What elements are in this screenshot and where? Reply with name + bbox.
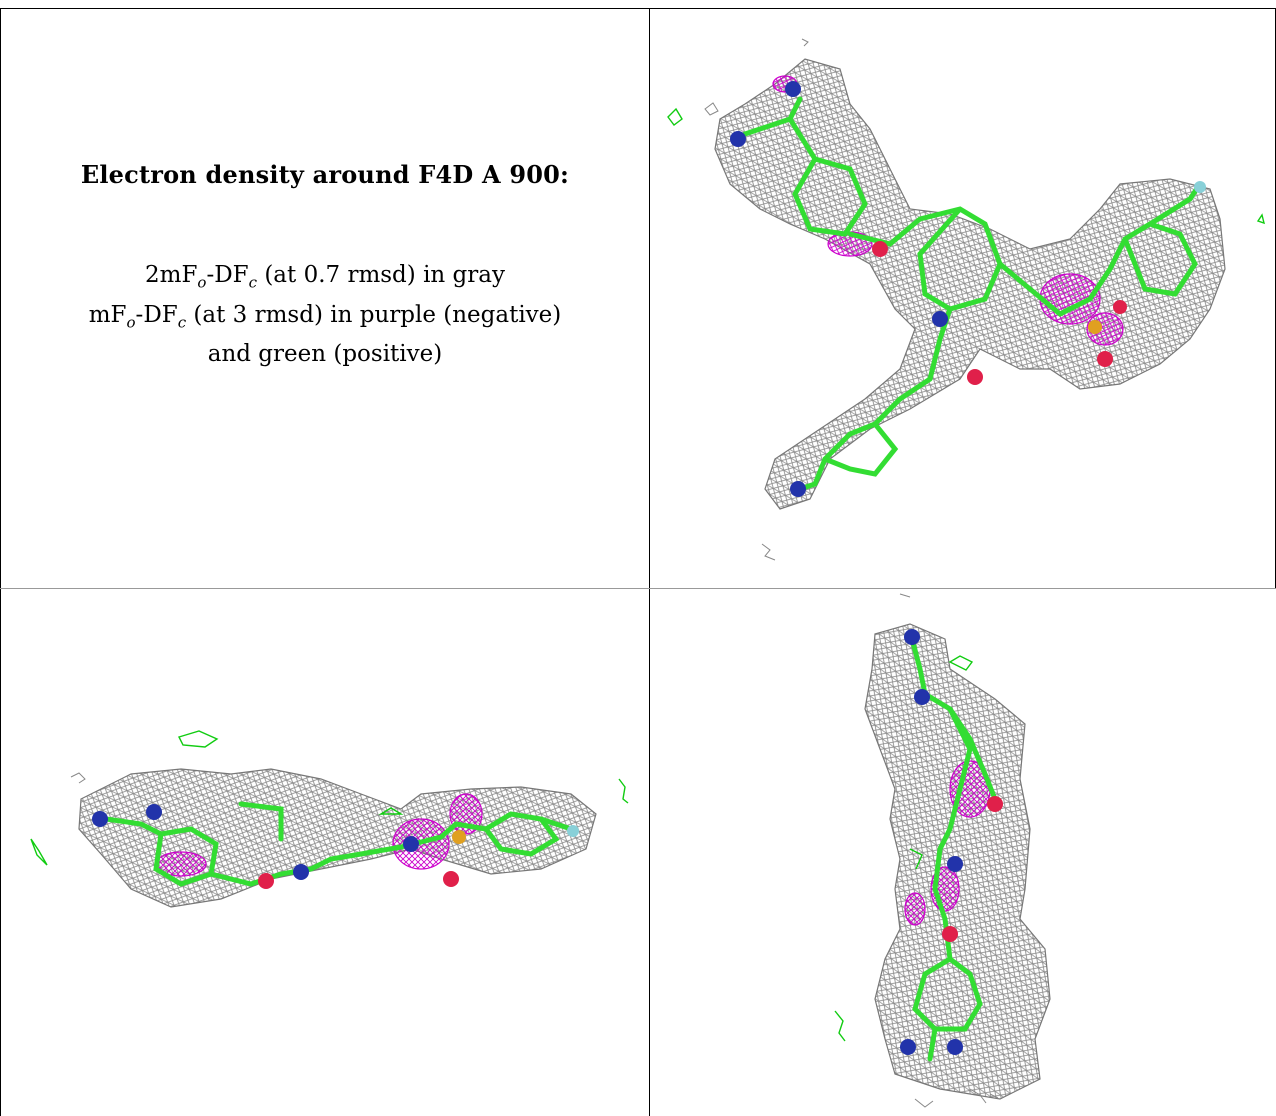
density-view-bottom-left — [1, 589, 649, 1116]
caption-title: Electron density around F4D A 900: — [80, 160, 570, 189]
table-border-top — [0, 8, 1276, 9]
density-mesh-gray — [78, 768, 597, 908]
ligand-sticks — [909, 636, 998, 1062]
table-border-left — [0, 8, 1, 1116]
density-mesh-negative — [155, 793, 483, 877]
caption-line-fo: mFo-DFc (at 3 rmsd) in purple (negative) — [88, 301, 562, 332]
table-border-middle — [649, 8, 650, 1116]
ligand-atoms — [92, 804, 579, 889]
density-mesh-gray — [714, 58, 1226, 510]
table-row-divider — [0, 588, 1276, 589]
ligand-sticks — [103, 801, 574, 887]
caption-cell: Electron density around F4D A 900: 2mFo-… — [30, 160, 620, 370]
caption-line-positive: and green (positive) — [207, 341, 443, 368]
density-mesh-positive — [667, 107, 1265, 225]
ligand-sticks — [742, 96, 1201, 492]
ligand-atoms — [900, 629, 1003, 1055]
density-view-bottom-right — [650, 589, 1276, 1116]
caption-line-2fo: 2mFo-DFc (at 0.7 rmsd) in gray — [145, 262, 505, 292]
density-mesh-positive — [834, 655, 974, 1042]
ligand-atoms — [730, 81, 1206, 497]
density-mesh-positive — [30, 730, 629, 866]
density-view-top-right — [650, 9, 1275, 588]
